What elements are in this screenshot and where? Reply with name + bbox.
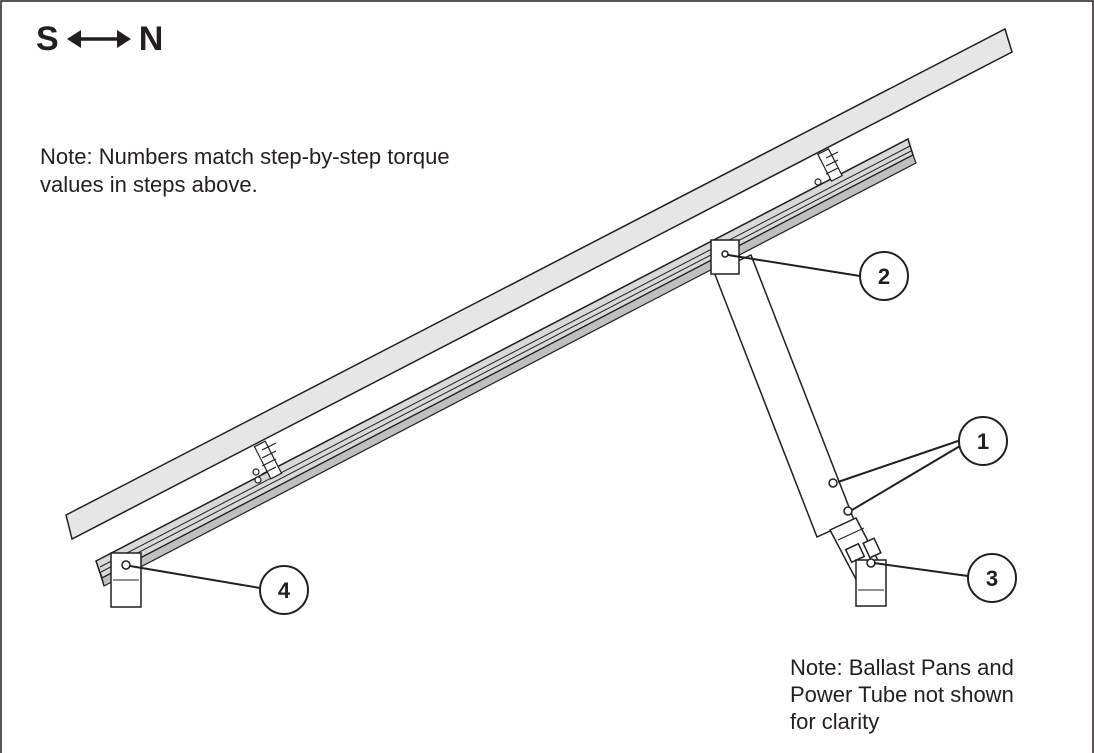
callout-3: 3 — [967, 553, 1017, 603]
torque-note-line-1: Note: Numbers match step-by-step torque — [40, 144, 450, 169]
leader-1a — [837, 440, 959, 483]
top-bracket — [710, 239, 740, 275]
bolt-hole-1a — [828, 478, 838, 488]
leader-3 — [873, 562, 969, 577]
clarity-note-line-1: Note: Ballast Pans and — [790, 655, 1014, 680]
callout-4: 4 — [259, 565, 309, 615]
svg-text:2: 2 — [878, 264, 890, 289]
orientation-indicator: S N — [36, 22, 163, 56]
clarity-note-line-3: for clarity — [790, 709, 880, 734]
solar-panel — [65, 27, 1013, 541]
rear-foot — [855, 558, 887, 607]
module-clamp-lower — [252, 440, 283, 484]
torque-note: Note: Numbers match step-by-step torque … — [40, 143, 600, 199]
clarity-note: Note: Ballast Pans and Power Tube not sh… — [790, 654, 1080, 735]
bolt-hole-1b — [843, 506, 853, 516]
callout-1: 1 — [958, 416, 1008, 466]
callout-2: 2 — [859, 251, 909, 301]
torque-note-line-2: values in steps above. — [40, 172, 258, 197]
svg-text:1: 1 — [977, 429, 989, 454]
front-foot — [110, 552, 142, 608]
leader-4 — [129, 565, 261, 589]
double-arrow-icon — [66, 30, 131, 48]
svg-text:3: 3 — [986, 566, 998, 591]
module-clamp-upper — [814, 148, 843, 186]
leader-2 — [727, 254, 861, 277]
north-label: N — [138, 20, 164, 58]
leader-1b — [851, 445, 961, 511]
leader-lines — [129, 254, 969, 589]
rear-support-leg — [713, 253, 886, 587]
south-label: S — [36, 20, 59, 58]
svg-text:4: 4 — [278, 578, 291, 603]
clarity-note-line-2: Power Tube not shown — [790, 682, 1014, 707]
